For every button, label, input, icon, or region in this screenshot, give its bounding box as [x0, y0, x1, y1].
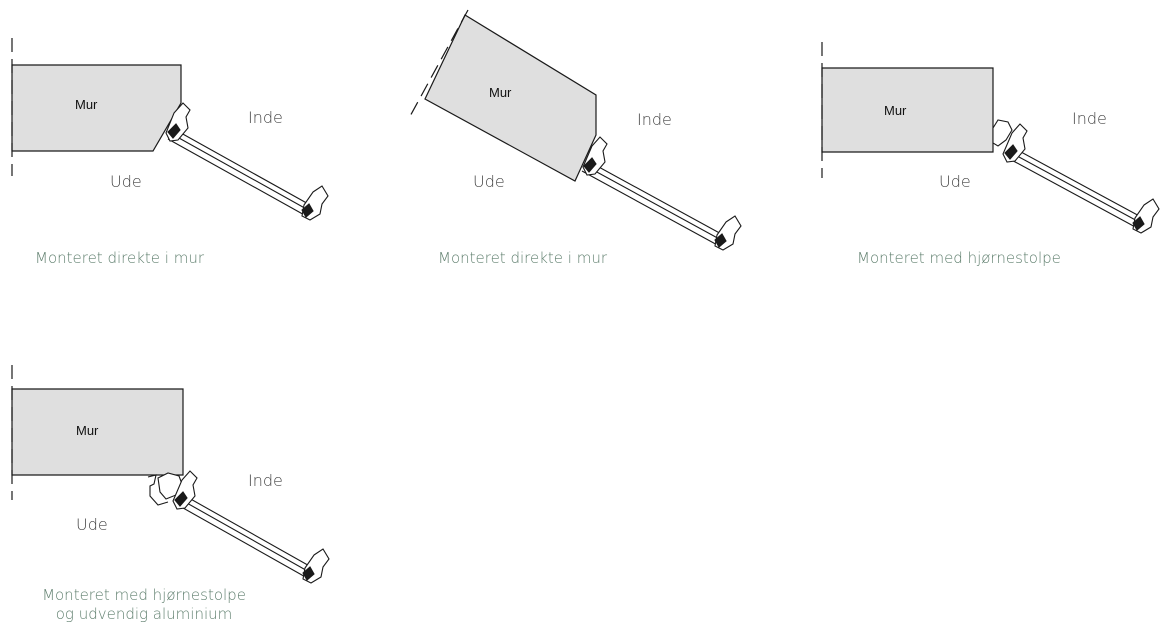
diagram-drawing [11, 365, 330, 584]
wall-shape [11, 64, 182, 152]
outside-label: Ude [110, 172, 142, 191]
diagram-direct-in-wall-1: Mur Inde Ude Monteret direkte i mur [0, 0, 360, 300]
caption-line-1: Monteret med hjørnestolpe [42, 586, 246, 604]
diagram-drawing [821, 42, 1160, 234]
outside-label: Ude [473, 172, 505, 191]
outside-label: Ude [939, 172, 971, 191]
inside-label: Inde [637, 110, 672, 129]
diagram-corner-post-aluminium: Mur Inde Ude Monteret med hjørnestolpe o… [0, 350, 360, 630]
door-leaf [581, 136, 742, 251]
wall-label: Mur [75, 97, 98, 112]
diagram-drawing [11, 38, 329, 221]
wall-label: Mur [884, 103, 907, 118]
wall-shape [821, 67, 994, 153]
aluminium-cladding [147, 474, 169, 506]
diagram-direct-in-wall-2: Mur Inde Ude Monteret direkte i mur [380, 0, 770, 300]
caption-line-2: og udvendig aluminium [55, 605, 233, 623]
diagram-caption: Monteret direkte i mur [438, 249, 607, 267]
wall-label: Mur [489, 85, 512, 100]
wall-shape [424, 14, 597, 182]
diagram-caption: Monteret med hjørnestolpe og udvendig al… [22, 586, 266, 624]
diagram-corner-post: Mur Inde Ude Monteret med hjørnestolpe [800, 0, 1161, 300]
door-leaf [147, 470, 330, 584]
door-leaf [165, 102, 329, 221]
wall-shape [11, 388, 184, 476]
inside-label: Inde [1072, 109, 1107, 128]
wall-label: Mur [76, 423, 99, 438]
diagram-drawing [407, 9, 742, 251]
door-leaf [992, 119, 1160, 234]
inside-label: Inde [248, 108, 283, 127]
diagram-caption: Monteret med hjørnestolpe [857, 249, 1061, 267]
inside-label: Inde [248, 471, 283, 490]
outside-label: Ude [76, 515, 108, 534]
diagram-caption: Monteret direkte i mur [35, 249, 204, 267]
corner-post [992, 119, 1013, 147]
